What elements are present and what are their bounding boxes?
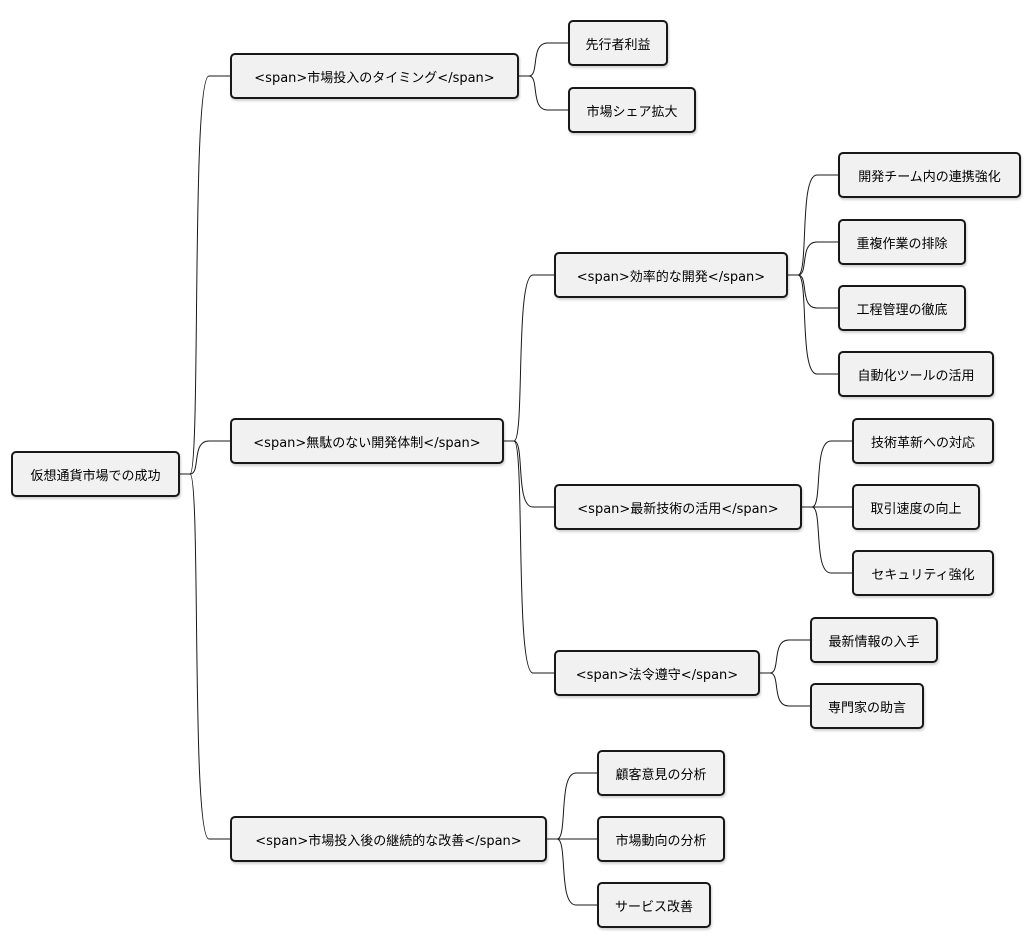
leaf-node-label: 技術革新への対応 xyxy=(870,435,975,451)
leaf-node-label: 工程管理の徹底 xyxy=(856,302,948,318)
connector-line xyxy=(519,75,568,111)
leaf-node-label: サービス改善 xyxy=(614,899,693,915)
connector-line xyxy=(547,772,597,840)
leaf-node-label: 専門家の助言 xyxy=(827,700,906,716)
leaf-node: 自動化ツールの活用 xyxy=(838,351,994,397)
leaf-node-label: 先行者利益 xyxy=(585,37,651,53)
leaf-node-label: 取引速度の向上 xyxy=(870,501,962,517)
connector-line xyxy=(180,75,230,475)
subbranch-node-efficient-development: <span>効率的な開発</span> xyxy=(554,252,788,298)
branch-node-label: <span>市場投入後の継続的な改善</span> xyxy=(255,833,522,849)
leaf-node: 先行者利益 xyxy=(568,20,668,66)
branch-node-label: <span>無駄のない開発体制</span> xyxy=(253,435,481,451)
branch-node-continuous-improvement: <span>市場投入後の継続的な改善</span> xyxy=(230,816,547,862)
leaf-node: 市場シェア拡大 xyxy=(568,87,696,133)
leaf-node-label: 自動化ツールの活用 xyxy=(857,368,975,384)
leaf-node: サービス改善 xyxy=(597,882,711,928)
connector-line xyxy=(504,274,554,442)
connector-line xyxy=(788,274,838,309)
connector-line xyxy=(180,473,230,840)
connector-line xyxy=(519,42,568,77)
leaf-node: 最新情報の入手 xyxy=(810,617,938,663)
connector-line xyxy=(788,174,838,276)
leaf-node-label: 開発チーム内の連携強化 xyxy=(858,169,1001,185)
subbranch-node-label: <span>効率的な開発</span> xyxy=(576,269,766,285)
connector-line xyxy=(547,838,597,906)
connector-line xyxy=(760,639,810,674)
subbranch-node-label: <span>最新技術の活用</span> xyxy=(577,501,779,517)
connector-line xyxy=(788,241,838,276)
connector-line xyxy=(788,274,838,375)
subbranch-node-latest-technology: <span>最新技術の活用</span> xyxy=(554,484,802,530)
subbranch-node-compliance: <span>法令遵守</span> xyxy=(554,650,760,696)
leaf-node: 専門家の助言 xyxy=(810,683,924,729)
root-node-label: 仮想通貨市場での成功 xyxy=(30,468,161,484)
connector-line xyxy=(802,440,852,508)
connector-line xyxy=(504,440,554,674)
leaf-node: 重複作業の排除 xyxy=(838,219,966,265)
leaf-node: 顧客意見の分析 xyxy=(597,750,725,796)
connector-line xyxy=(504,440,554,508)
subbranch-node-label: <span>法令遵守</span> xyxy=(575,667,739,683)
connector-line xyxy=(760,672,810,707)
leaf-node: 工程管理の徹底 xyxy=(838,285,966,331)
branch-node-label: <span>市場投入のタイミング</span> xyxy=(254,70,495,86)
connector-line xyxy=(180,440,230,475)
leaf-node-label: 市場シェア拡大 xyxy=(586,104,678,120)
leaf-node-label: 顧客意見の分析 xyxy=(615,767,707,783)
leaf-node: セキュリティ強化 xyxy=(852,550,994,596)
leaf-node-label: セキュリティ強化 xyxy=(871,567,975,583)
leaf-node: 取引速度の向上 xyxy=(852,484,980,530)
leaf-node: 市場動向の分析 xyxy=(597,816,725,862)
branch-node-market-timing: <span>市場投入のタイミング</span> xyxy=(230,53,519,99)
leaf-node: 開発チーム内の連携強化 xyxy=(838,152,1021,198)
leaf-node-label: 最新情報の入手 xyxy=(828,634,920,650)
leaf-node-label: 市場動向の分析 xyxy=(615,833,707,849)
root-node: 仮想通貨市場での成功 xyxy=(11,451,180,497)
connector-line xyxy=(802,506,852,574)
branch-node-lean-development: <span>無駄のない開発体制</span> xyxy=(230,418,504,464)
leaf-node: 技術革新への対応 xyxy=(852,418,994,464)
leaf-node-label: 重複作業の排除 xyxy=(856,236,948,252)
